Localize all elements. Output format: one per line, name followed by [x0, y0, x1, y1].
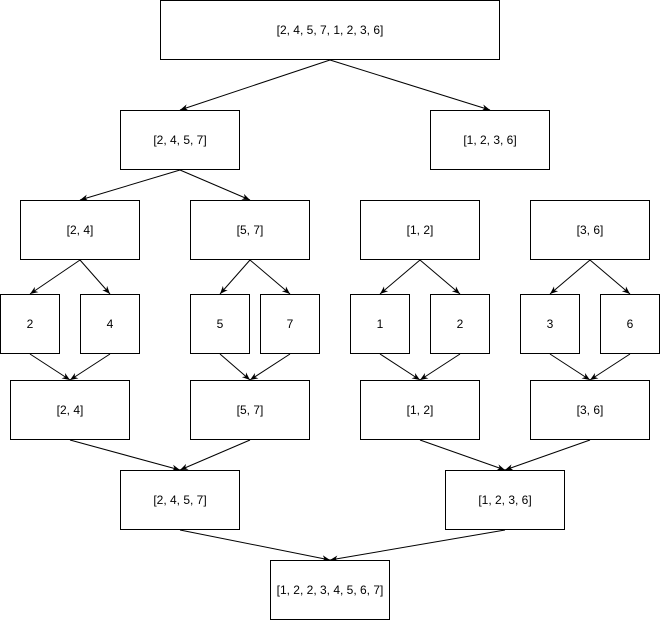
node-root-array: [2, 4, 5, 7, 1, 2, 3, 6] [160, 0, 500, 60]
edge-arrow-n10-n16 [249, 353, 291, 381]
edge-arrow-n4-n9 [219, 259, 251, 295]
node-split-2-4: [2, 4] [20, 200, 140, 260]
node-leaf-7: 7 [260, 294, 320, 354]
edge-arrow-n0-n1 [179, 59, 331, 111]
node-merged-right-half: [1, 2, 3, 6] [445, 470, 565, 530]
edge-arrow-n3-n7 [29, 259, 81, 295]
node-left-half: [2, 4, 5, 7] [120, 110, 240, 170]
node-leaf-4: 4 [80, 294, 140, 354]
node-leaf-3: 3 [520, 294, 580, 354]
edge-arrow-n19-n21 [179, 529, 331, 562]
edge-arrow-n16-n19 [179, 439, 251, 471]
edge-arrow-n11-n17 [379, 353, 421, 381]
edge-arrow-n6-n14 [589, 259, 631, 295]
node-split-5-7: [5, 7] [190, 200, 310, 260]
node-split-3-6: [3, 6] [530, 200, 650, 260]
node-leaf-5: 5 [190, 294, 250, 354]
node-sorted-result: [1, 2, 2, 3, 4, 5, 6, 7] [270, 560, 390, 620]
edge-arrow-n6-n13 [549, 259, 591, 295]
edge-arrow-n14-n18 [589, 353, 631, 381]
edge-arrow-n0-n2 [329, 59, 491, 111]
edge-arrow-n18-n20 [504, 439, 591, 471]
edge-arrow-n5-n12 [419, 259, 461, 295]
node-leaf-2: 2 [0, 294, 60, 354]
node-leaf-6: 6 [600, 294, 660, 354]
node-leaf-1: 1 [350, 294, 410, 354]
edge-arrow-n12-n17 [419, 353, 461, 381]
node-merged-5-7: [5, 7] [190, 380, 310, 440]
edge-arrow-n4-n10 [249, 259, 291, 295]
edge-arrow-n9-n16 [219, 353, 251, 381]
edge-arrow-n20-n21 [329, 529, 506, 562]
edge-arrow-n17-n20 [419, 439, 506, 471]
node-split-1-2: [1, 2] [360, 200, 480, 260]
edge-arrow-n8-n15 [69, 353, 111, 381]
edge-arrow-n5-n11 [379, 259, 421, 295]
node-merged-left-half: [2, 4, 5, 7] [120, 470, 240, 530]
edge-arrow-n15-n19 [69, 439, 181, 471]
edge-arrow-n3-n8 [79, 259, 111, 295]
node-merged-3-6: [3, 6] [530, 380, 650, 440]
node-leaf-2b: 2 [430, 294, 490, 354]
edge-arrow-n7-n15 [29, 353, 71, 381]
edge-arrow-n1-n4 [179, 169, 251, 201]
edge-arrow-n13-n18 [549, 353, 591, 381]
node-right-half: [1, 2, 3, 6] [430, 110, 550, 170]
node-merged-1-2: [1, 2] [360, 380, 480, 440]
edge-arrow-n1-n3 [79, 169, 181, 201]
node-merged-2-4: [2, 4] [10, 380, 130, 440]
